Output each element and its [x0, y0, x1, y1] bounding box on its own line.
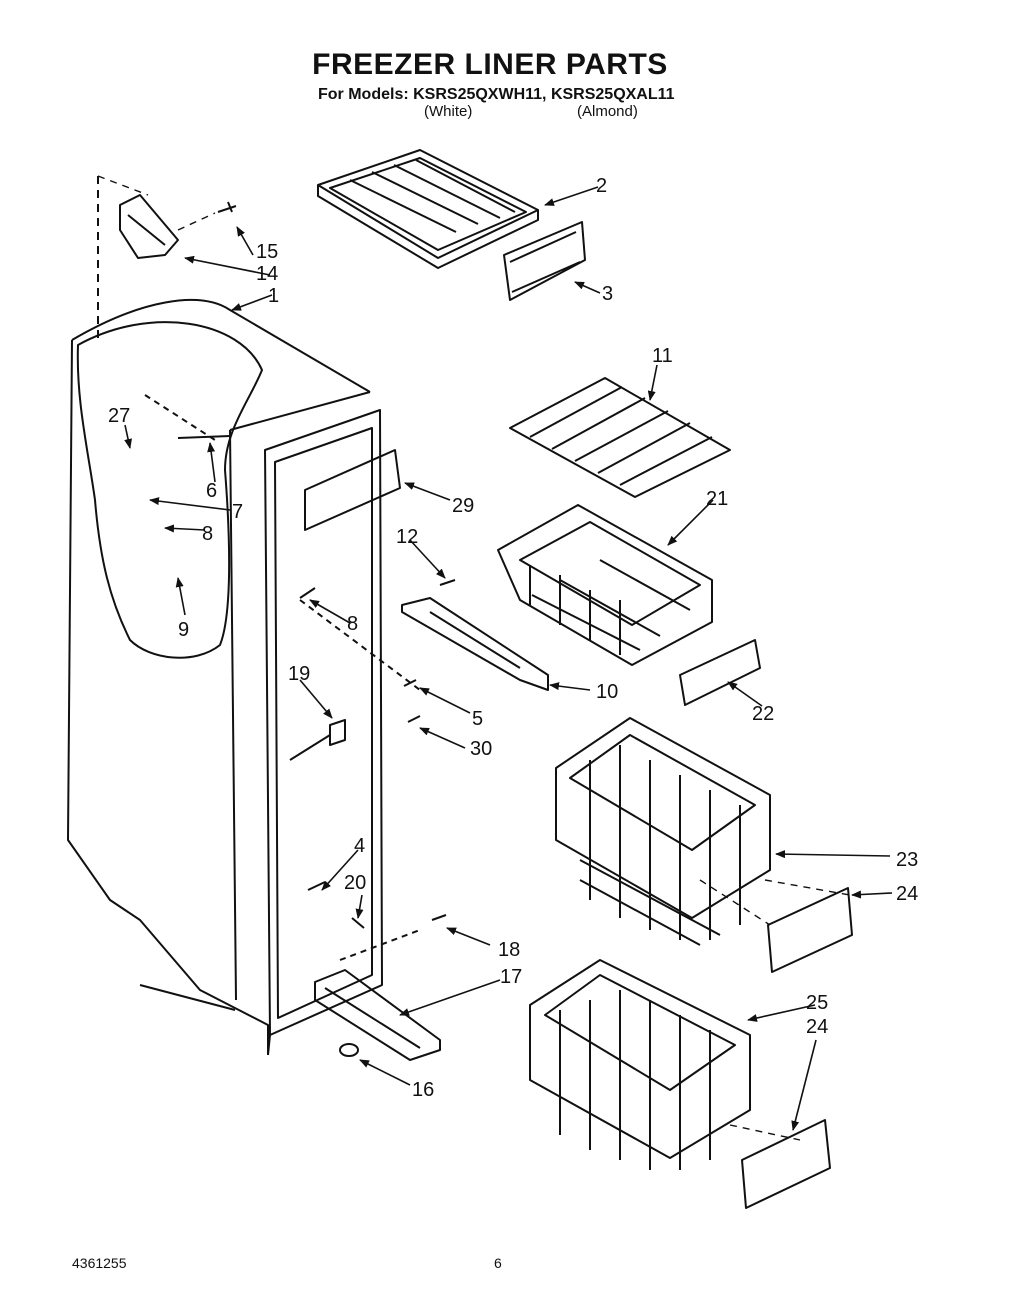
callout-16: 16: [412, 1079, 434, 1101]
callout-24-upper: 24: [896, 883, 918, 905]
trim-part-24-lower-drawing: [741, 1119, 831, 1209]
callout-27: 27: [108, 405, 130, 427]
callout-9: 9: [178, 619, 189, 641]
page-number: 6: [494, 1255, 502, 1271]
callout-3: 3: [602, 283, 613, 305]
callout-2: 2: [596, 175, 607, 197]
callout-20: 20: [344, 872, 366, 894]
callout-21: 21: [706, 488, 728, 510]
screw-part-15-drawing: [217, 201, 237, 213]
page-title: FREEZER LINER PARTS: [312, 48, 668, 81]
callout-8-right: 8: [347, 613, 358, 635]
dashed-connectors: [97, 175, 851, 1141]
callout-8-left: 8: [202, 523, 213, 545]
basket-part-23-drawing: [555, 717, 771, 946]
callout-7: 7: [232, 501, 243, 523]
callout-12: 12: [396, 526, 418, 548]
small-fasteners-drawing: [299, 587, 447, 929]
bracket-part-14-drawing: [119, 194, 179, 259]
wire-shelf-part-11-drawing: [509, 377, 731, 498]
callout-6: 6: [206, 480, 217, 502]
callout-22: 22: [752, 703, 774, 725]
cap-part-16-drawing: [339, 1043, 359, 1057]
leader-lines: [124, 186, 893, 1131]
callout-30: 30: [470, 738, 492, 760]
screw-part-12-drawing: [439, 579, 456, 586]
callout-19: 19: [288, 663, 310, 685]
trim-part-22-drawing: [679, 639, 761, 706]
grille-part-17-drawing: [314, 969, 441, 1061]
basket-part-25-drawing: [529, 959, 751, 1170]
callout-10: 10: [596, 681, 618, 703]
callout-17: 17: [500, 966, 522, 988]
models-line: For Models: KSRS25QXWH11, KSRS25QXAL11: [318, 86, 675, 103]
trim-part-3-drawing: [503, 221, 586, 301]
bracket-part-10-drawing: [401, 597, 549, 691]
callout-18: 18: [498, 939, 520, 961]
trim-part-29-drawing: [304, 449, 401, 531]
callout-29: 29: [452, 495, 474, 517]
callout-4: 4: [354, 835, 365, 857]
basket-part-21-drawing: [497, 504, 713, 666]
callout-5: 5: [472, 708, 483, 730]
freezer-liner-drawing: [67, 176, 421, 1056]
callout-25: 25: [806, 992, 828, 1014]
callout-labels: 2 3 1 15 14 11 21 22 29 12 10 5 30 8 27 …: [108, 175, 918, 1101]
callout-11: 11: [652, 345, 673, 367]
callout-24-lower: 24: [806, 1016, 828, 1038]
shelf-part-2-drawing: [317, 149, 539, 269]
trim-part-24-upper-drawing: [767, 887, 853, 973]
variant-white-label: (White): [424, 103, 473, 120]
callout-14: 14: [256, 263, 278, 285]
callout-23: 23: [896, 849, 918, 871]
document-number: 4361255: [72, 1255, 127, 1271]
callout-15: 15: [256, 241, 278, 263]
variant-almond-label: (Almond): [577, 103, 638, 120]
callout-1: 1: [268, 285, 279, 307]
